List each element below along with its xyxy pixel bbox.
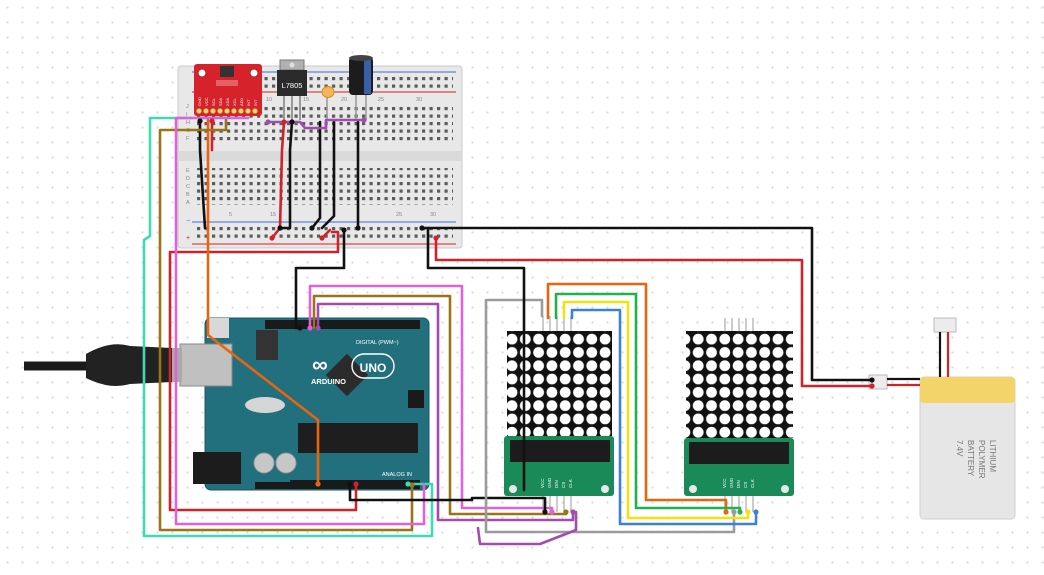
wire-pink [308, 284, 554, 514]
bb-number: 30 [416, 97, 422, 103]
wire-purple [266, 118, 366, 130]
arduino-logo: ARDUINO [311, 377, 346, 386]
wire-black [294, 228, 346, 330]
matrix-pin-label: CLK [750, 479, 755, 488]
accel-pin-label: SCL [211, 97, 216, 106]
lipo-battery: LITHIUM POLYMER BATTERY 7.4V [868, 317, 1016, 520]
wire-black [420, 226, 874, 382]
matrix-pin-label: DIN [736, 480, 741, 488]
accel-pin-label: INT [246, 99, 251, 106]
bb-letter: E [186, 168, 190, 174]
wire-brown [158, 116, 414, 532]
wire-black [278, 120, 294, 230]
wire-purple [476, 510, 578, 546]
bb-letter: H [186, 120, 190, 126]
bb-letter: J [186, 104, 189, 110]
accel-pin-label: XCL [232, 97, 237, 106]
accel-pin-label: AD0 [239, 97, 244, 106]
bb-letter: D [186, 176, 190, 182]
matrix-pin-label: VCC [722, 478, 727, 488]
matrix-pin-label: GND [547, 477, 552, 488]
wire-red [270, 120, 286, 240]
electrolytic-capacitor [349, 55, 373, 120]
svg-text:−: − [186, 218, 190, 225]
matrix-pin-label: CLK [568, 479, 573, 488]
analog-label: ANALOG IN [382, 472, 412, 478]
regulator-label: L7805 [282, 81, 303, 90]
digital-label: DIGITAL (PWM~) [356, 340, 399, 346]
ceramic-capacitor [321, 86, 335, 120]
wire-purple [316, 302, 575, 522]
bb-number: 15 [303, 97, 309, 103]
wire-black [348, 482, 547, 514]
bb-letter: B [186, 192, 190, 198]
wire-black [426, 226, 526, 492]
wire-red [434, 236, 874, 388]
bb-letter: C [186, 184, 190, 190]
battery-text: BATTERY [966, 440, 975, 477]
bb-number: 30 [430, 212, 436, 218]
matrix-pin-label: CS [561, 482, 566, 488]
svg-text:+: + [186, 235, 190, 242]
wire-endpoints [197, 117, 875, 515]
wire-teal [142, 116, 434, 538]
accel-pin-label: XDA [225, 97, 230, 106]
wire-green [554, 292, 742, 514]
bb-number: 5 [229, 212, 232, 218]
bb-number: 25 [396, 212, 402, 218]
bb-letter: I [186, 112, 188, 118]
wire-black [310, 120, 322, 230]
arduino-uno: ∞ ARDUINO UNO DIGITAL (PWM~) ANALOG IN [172, 317, 430, 491]
accel-pin-label: INT [253, 99, 258, 106]
wire-blue [570, 308, 758, 526]
wire-black [320, 120, 336, 230]
battery-text: LITHIUM [988, 440, 997, 472]
arduino-model: UNO [360, 361, 387, 375]
matrix-pin-label: VCC [540, 478, 545, 488]
matrix-pin-label: DIN [554, 480, 559, 488]
wire-orange [546, 282, 728, 514]
wire-orange [206, 116, 320, 486]
accelerometer-module: GND VCC SCL SDA XDA XCL AD0 INT INT [194, 64, 262, 116]
usb-cable [24, 344, 172, 386]
bb-number: 20 [341, 97, 347, 103]
led-matrix-right: VCC GND DIN CS CLK [684, 318, 794, 512]
bb-number: 15 [270, 212, 276, 218]
bb-number: 10 [266, 97, 272, 103]
bb-number: 25 [378, 97, 384, 103]
battery-text: 7.4V [955, 440, 964, 457]
wire-red [168, 230, 358, 512]
wire-yellow [562, 300, 750, 520]
matrix-pin-label: CS [743, 482, 748, 488]
accel-pin-label: GND [197, 97, 202, 106]
accel-pin-label: SDA [218, 97, 223, 106]
wire-gray [484, 298, 736, 534]
battery-text: POLYMER [977, 440, 986, 479]
accel-pin-label: VCC [204, 97, 209, 106]
led-matrix-left: VCC GND DIN CS CLK [504, 316, 614, 512]
svg-text:∞: ∞ [312, 352, 328, 377]
bb-letter: A [186, 200, 190, 206]
bb-letter: F [186, 136, 190, 142]
wire-pink [174, 116, 426, 526]
matrix-pin-label: GND [729, 477, 734, 488]
voltage-regulator: L7805 [277, 59, 307, 120]
